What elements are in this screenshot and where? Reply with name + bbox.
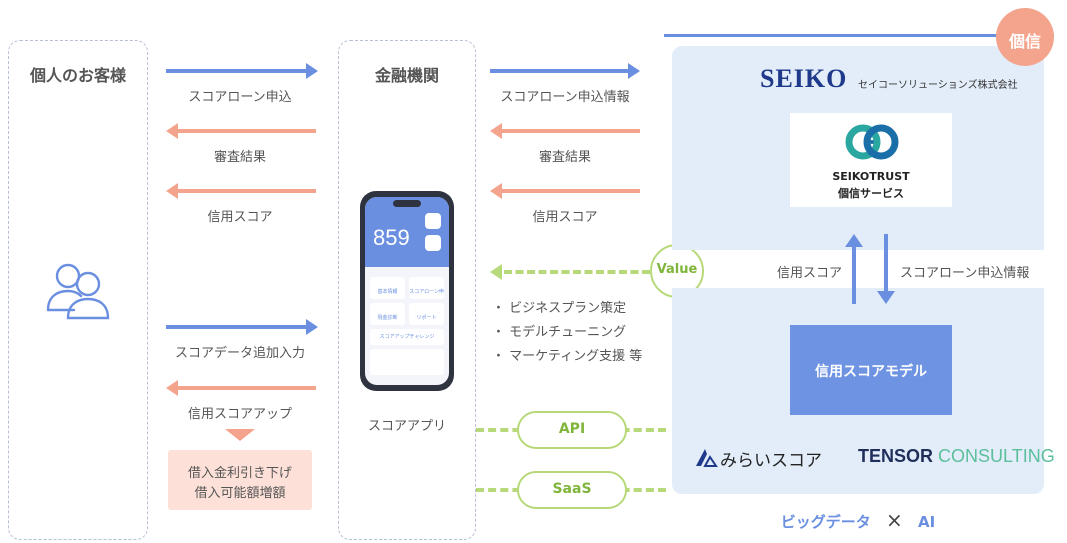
value-item-3: ・ マーケティング支援 等 [492, 349, 643, 364]
arrow-bank-credit-score [490, 183, 640, 199]
arrow-credit-score [166, 183, 316, 199]
arrow-review-result [166, 123, 316, 139]
benefit-box: 借入金利引き下げ 借入可能額増額 [168, 450, 312, 510]
phone-challenge: スコアアップチャレンジ [370, 329, 444, 345]
phone-badge-1 [425, 213, 441, 229]
label-score-up: 信用スコアアップ [187, 407, 292, 422]
credit-score-model [790, 325, 952, 415]
label-credit-score: 信用スコア [207, 210, 273, 225]
provider-top-line [664, 34, 1054, 37]
phone-header [365, 197, 449, 267]
arrow-loan-apply-info [490, 63, 640, 79]
api-pill: API [517, 411, 627, 449]
consulting-word: CONSULTING [933, 446, 1055, 466]
phone-notch [393, 200, 421, 207]
seiko-logo: SEIKO [760, 64, 848, 93]
phone-tile-2: スコアローン申込 [409, 277, 444, 325]
phone-tile-4: リポート [409, 303, 444, 325]
kojin-badge [996, 8, 1054, 66]
benefit-line-2: 借入可能額増額 [194, 486, 286, 501]
value-label: Value [656, 262, 698, 277]
label-loan-apply: スコアローン申込 [188, 90, 292, 105]
tagline: ビッグデータ × AI [672, 508, 1044, 532]
mirai-score-logo-icon [696, 449, 718, 467]
label-add-score-data: スコアデータ追加入力 [174, 346, 305, 361]
phone-score: 859 [373, 225, 410, 250]
phone-tile-3: 現金診断 [370, 303, 405, 325]
value-item-2: ・ モデルチューニング [492, 325, 627, 340]
mirai-score-name: みらいスコア [720, 451, 822, 471]
arrow-add-score-data [166, 319, 318, 335]
benefit-line-1: 借入金利引き下げ [187, 466, 292, 481]
label-bank-credit-score: 信用スコア [532, 210, 598, 225]
label-loan-apply-info: スコアローン申込情報 [500, 90, 630, 105]
down-arrow-shaft [884, 234, 888, 292]
phone-card [370, 349, 444, 375]
tensor-consulting-logo: TENSOR CONSULTING [858, 446, 1055, 467]
arrow-loan-apply [166, 63, 318, 79]
benefit-down-arrow [225, 429, 255, 441]
seikotrust-logo-icon [845, 124, 899, 160]
credit-score-model-label: 信用スコアモデル [815, 364, 927, 380]
value-dashline [504, 270, 650, 274]
seikotrust-sub: 個信サービス [838, 187, 904, 200]
down-arrow-label: スコアローン申込情報 [900, 266, 1030, 281]
seikotrust-name: SEIKOTRUST [832, 170, 910, 183]
phone-screen: 859 基本情報 スコアローン申込 現金診断 リポート スコアアップチャレンジ [365, 197, 449, 385]
value-item-1: ・ ビジネスプラン策定 [492, 301, 627, 316]
phone-badge-2 [425, 235, 441, 251]
tensor-word: TENSOR [858, 446, 934, 466]
phone-mockup: 859 基本情報 スコアローン申込 現金診断 リポート スコアアップチャレンジ [360, 191, 454, 391]
customer-column [8, 40, 148, 540]
tagline-times: × [886, 508, 903, 532]
bank-title: 金融機関 [374, 66, 439, 85]
label-bank-review-result: 審査結果 [538, 150, 591, 165]
up-arrow-label: 信用スコア [776, 266, 842, 281]
kojin-badge-label: 個信 [1008, 32, 1041, 51]
down-arrow-head [877, 291, 895, 304]
tagline-ai: AI [918, 513, 936, 531]
arrow-score-up [166, 380, 316, 396]
up-arrow-shaft [852, 246, 856, 304]
value-arrowhead [490, 264, 502, 280]
app-caption: スコアアプリ [367, 419, 446, 434]
customer-title: 個人のお客様 [29, 66, 126, 85]
bank-column [338, 40, 476, 540]
people-icon [46, 263, 110, 320]
up-arrow-head [845, 234, 863, 247]
label-review-result: 審査結果 [213, 150, 266, 165]
phone-tile-1: 基本情報 [370, 277, 405, 299]
tagline-big-data: ビッグデータ [780, 513, 871, 531]
seiko-company-name: セイコーソリューションズ株式会社 [858, 80, 1018, 91]
saas-pill: SaaS [517, 471, 627, 509]
arrow-bank-review-result [490, 123, 640, 139]
